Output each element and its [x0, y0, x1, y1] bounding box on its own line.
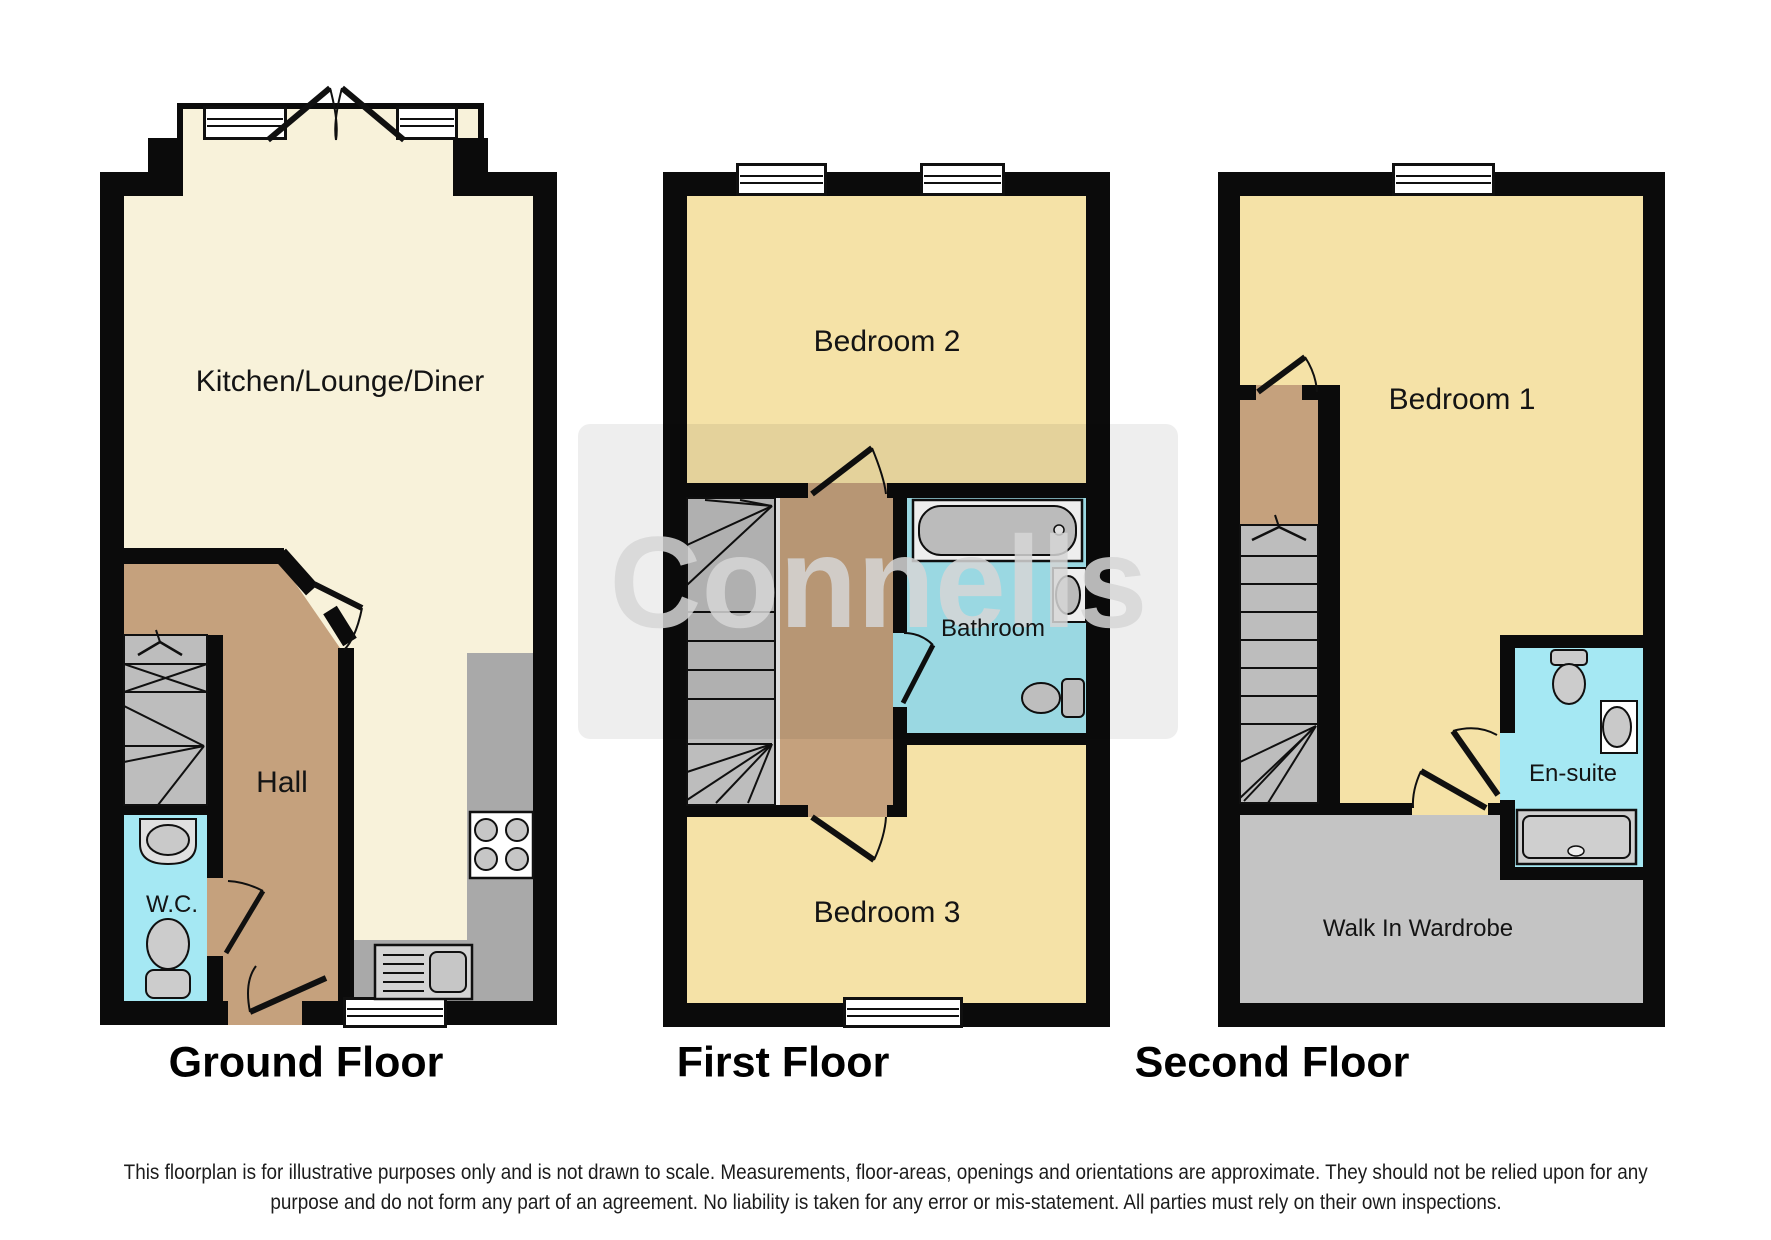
wall-segment: [100, 172, 124, 1025]
ff-landing-floor: [780, 498, 893, 805]
watermark-box: Connells: [578, 424, 1178, 739]
wall-segment: [663, 172, 687, 1027]
ensuite-label: En-suite: [1528, 760, 1618, 787]
ff-bottom-window: [843, 997, 963, 1028]
wall-segment: [1218, 1003, 1665, 1027]
bathroom-label: Bathroom: [940, 615, 1046, 642]
wardrobe-top-wall: [1240, 803, 1412, 815]
bedroom2-floor: [687, 196, 1086, 496]
wall-segment: [1643, 172, 1665, 1027]
ff-stairs-gap: [775, 498, 780, 805]
wall-segment: [1086, 172, 1110, 1027]
bay-window-right: [396, 106, 458, 140]
front-door-opening: [228, 1001, 302, 1025]
ground-floor-label: Ground Floor: [168, 1038, 444, 1087]
wall-segment: [663, 172, 1110, 196]
ensuite-bottom-wall: [1500, 867, 1643, 880]
watermark-text: Connells: [609, 508, 1147, 655]
wc-label: W.C.: [146, 891, 198, 918]
ensuite-floor: [1514, 648, 1643, 867]
disclaimer: This floorplan is for illustrative purpo…: [0, 1158, 1771, 1218]
bedroom2-label: Bedroom 2: [813, 325, 961, 358]
sf-stairs-right-wall: [1318, 385, 1340, 815]
wall-segment: [533, 172, 557, 1025]
bay-corner-wall: [453, 138, 488, 196]
bedroom3-notch-floor: [907, 745, 1086, 817]
sf-landing-floor: [1240, 390, 1318, 525]
kitchen-counter-bottom: [348, 940, 467, 1001]
hall-top-wall: [124, 548, 284, 564]
first-floor-label: First Floor: [676, 1038, 890, 1087]
gf-stairs-floor: [124, 635, 207, 805]
sf-top-window: [1392, 163, 1495, 196]
bay-wall: [177, 103, 183, 143]
bathroom-bottom-wall: [893, 733, 1086, 745]
ff-top-window-1: [736, 163, 827, 196]
wc-door-opening: [207, 878, 223, 956]
wall-segment: [1218, 172, 1240, 1027]
disclaimer-line-1: This floorplan is for illustrative purpo…: [123, 1161, 1648, 1184]
ensuite-top-wall: [1500, 635, 1643, 648]
bedroom3-label: Bedroom 3: [813, 896, 961, 929]
bedroom3-door-opening: [808, 805, 887, 817]
ensuite-door-opening: [1500, 733, 1515, 800]
sf-stairs-floor: [1240, 525, 1318, 803]
disclaimer-line-2: purpose and do not form any part of an a…: [269, 1191, 1502, 1214]
kitchen-counter-right: [467, 653, 533, 1001]
bedroom1-label: Bedroom 1: [1388, 383, 1536, 416]
kitchen-lounge-diner-label: Kitchen/Lounge/Diner: [195, 365, 485, 398]
stairs-wc-divider: [124, 805, 207, 815]
bedroom1-door-opening: [1256, 385, 1302, 400]
sf-landing-nub: [1302, 385, 1318, 400]
second-floor-label: Second Floor: [1134, 1038, 1410, 1087]
wall-segment: [100, 1001, 557, 1025]
hall-right-wall: [338, 648, 354, 1001]
bay-corner-wall: [148, 138, 183, 196]
walk-in-wardrobe-label: Walk In Wardrobe: [1322, 915, 1514, 942]
bay-window-left: [203, 106, 287, 140]
hall-label: Hall: [256, 766, 308, 799]
sf-landing-nub: [1240, 385, 1256, 400]
gf-bottom-window: [343, 997, 447, 1028]
ff-top-window-2: [920, 163, 1005, 196]
bay-wall: [478, 103, 484, 143]
wardrobe-door-opening: [1412, 803, 1488, 815]
